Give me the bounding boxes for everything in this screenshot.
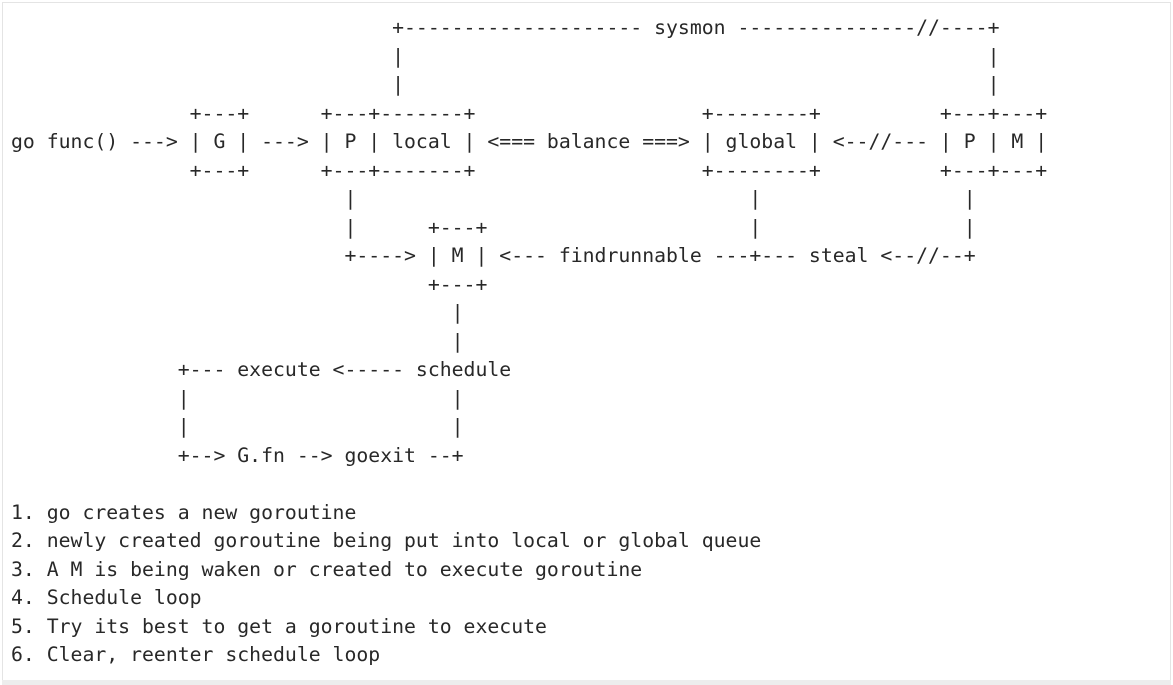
- note-line-3: 3. A M is being waken or created to exec…: [11, 557, 643, 581]
- note-line-6: 6. Clear, reenter schedule loop: [11, 643, 381, 666]
- go-scheduler-ascii-diagram: +-------------------- sysmon -----------…: [11, 16, 1048, 467]
- note-line-4: 4. Schedule loop: [11, 586, 202, 609]
- note-line-2: 2. newly created goroutine being put int…: [11, 529, 762, 552]
- bottom-strip: [2, 680, 1171, 685]
- code-block-content: +-------------------- sysmon -----------…: [3, 3, 1170, 670]
- note-line-1: 1. go creates a new goroutine: [11, 500, 357, 524]
- notes-list: 1. go creates a new goroutine 2. newly c…: [11, 499, 1170, 670]
- note-line-5: 5. Try its best to get a goroutine to ex…: [11, 614, 547, 638]
